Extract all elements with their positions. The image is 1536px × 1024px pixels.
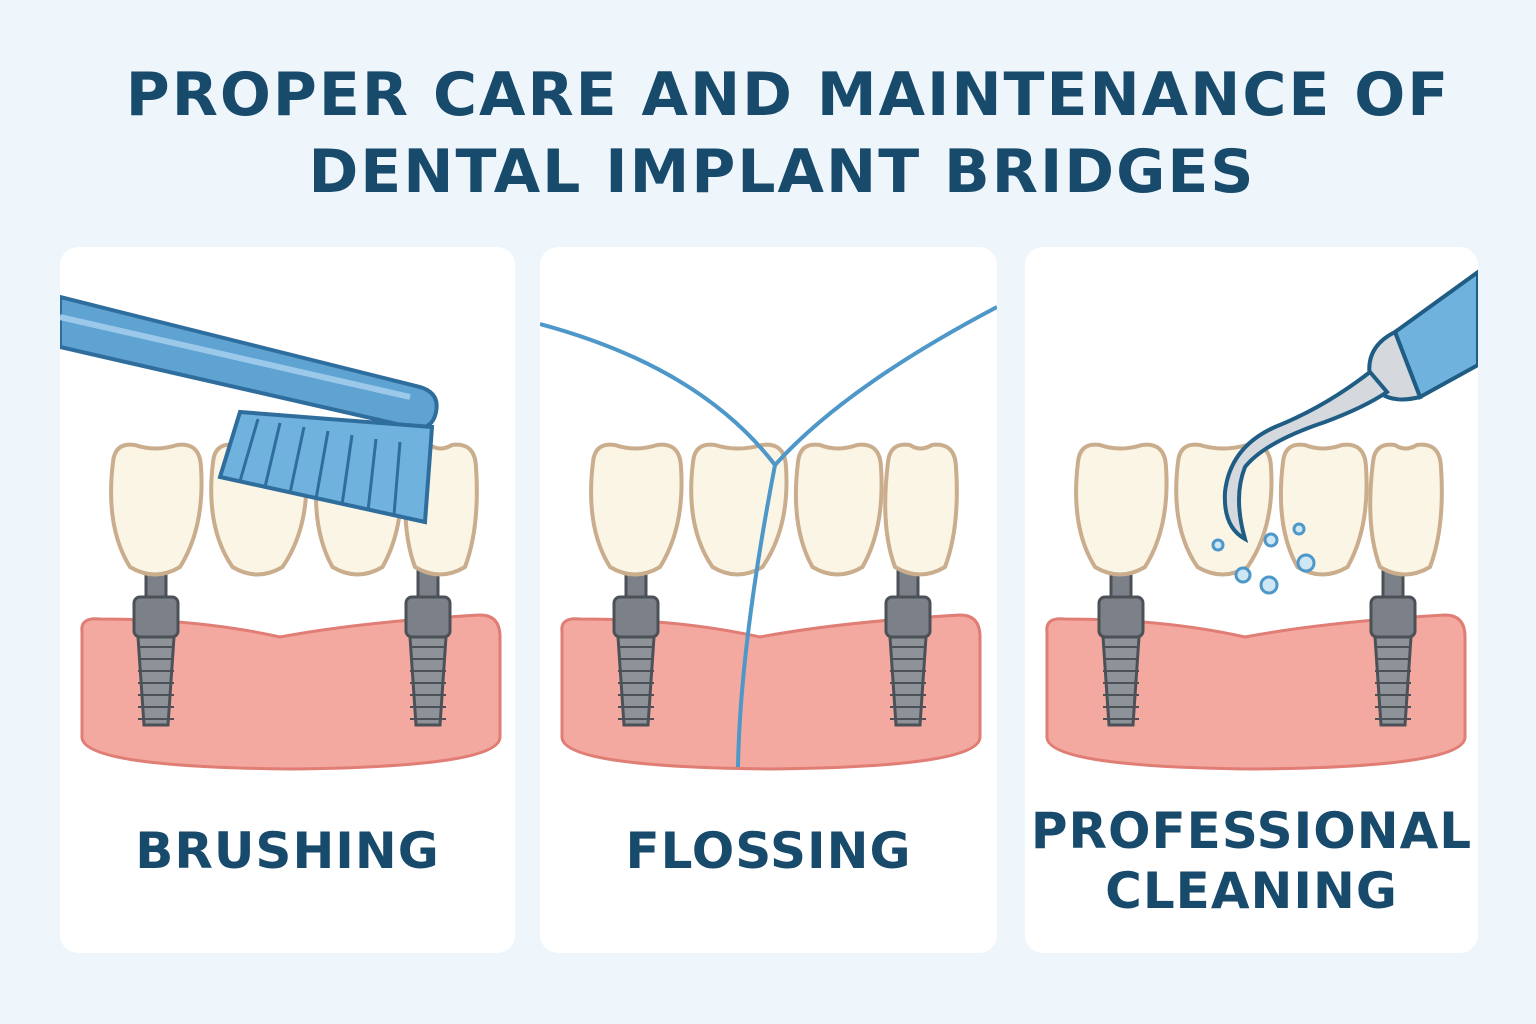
tooth-crown <box>1368 442 1444 577</box>
page-title-line-1: PROPER CARE AND MAINTENANCE OF <box>125 60 1451 130</box>
panel-label-line-1: PROFESSIONAL <box>1030 802 1473 860</box>
implant-bridge-icon <box>1045 442 1467 771</box>
flossing-illustration <box>540 305 997 771</box>
tooth-crown <box>883 442 959 577</box>
page-title-line-2: DENTAL IMPLANT BRIDGES <box>308 137 1256 207</box>
tooth-crown <box>1278 442 1369 577</box>
tooth-crown <box>589 442 684 577</box>
panel-label: BRUSHING <box>135 822 440 880</box>
cleaning-illustration <box>1045 269 1478 771</box>
implant-icon <box>884 560 932 727</box>
implant-icon <box>1097 560 1145 727</box>
panel-professional-cleaning: PROFESSIONAL CLEANING <box>1025 247 1478 953</box>
dental-scaler-icon <box>1222 269 1478 544</box>
implant-bridge-icon <box>560 442 982 771</box>
tooth-crown <box>793 442 884 577</box>
panel-label-line-2: CLEANING <box>1105 862 1398 920</box>
implant-icon <box>404 560 452 727</box>
panel-brushing: BRUSHING <box>60 247 515 953</box>
water-droplets-icon <box>1211 522 1316 595</box>
floss-icon <box>540 305 997 768</box>
toothbrush-icon <box>60 294 439 525</box>
brushing-illustration <box>60 294 502 771</box>
panel-flossing: FLOSSING <box>540 247 997 953</box>
panel-label: FLOSSING <box>625 822 912 880</box>
tooth-crown <box>1074 442 1169 577</box>
tooth-crown <box>109 442 204 577</box>
